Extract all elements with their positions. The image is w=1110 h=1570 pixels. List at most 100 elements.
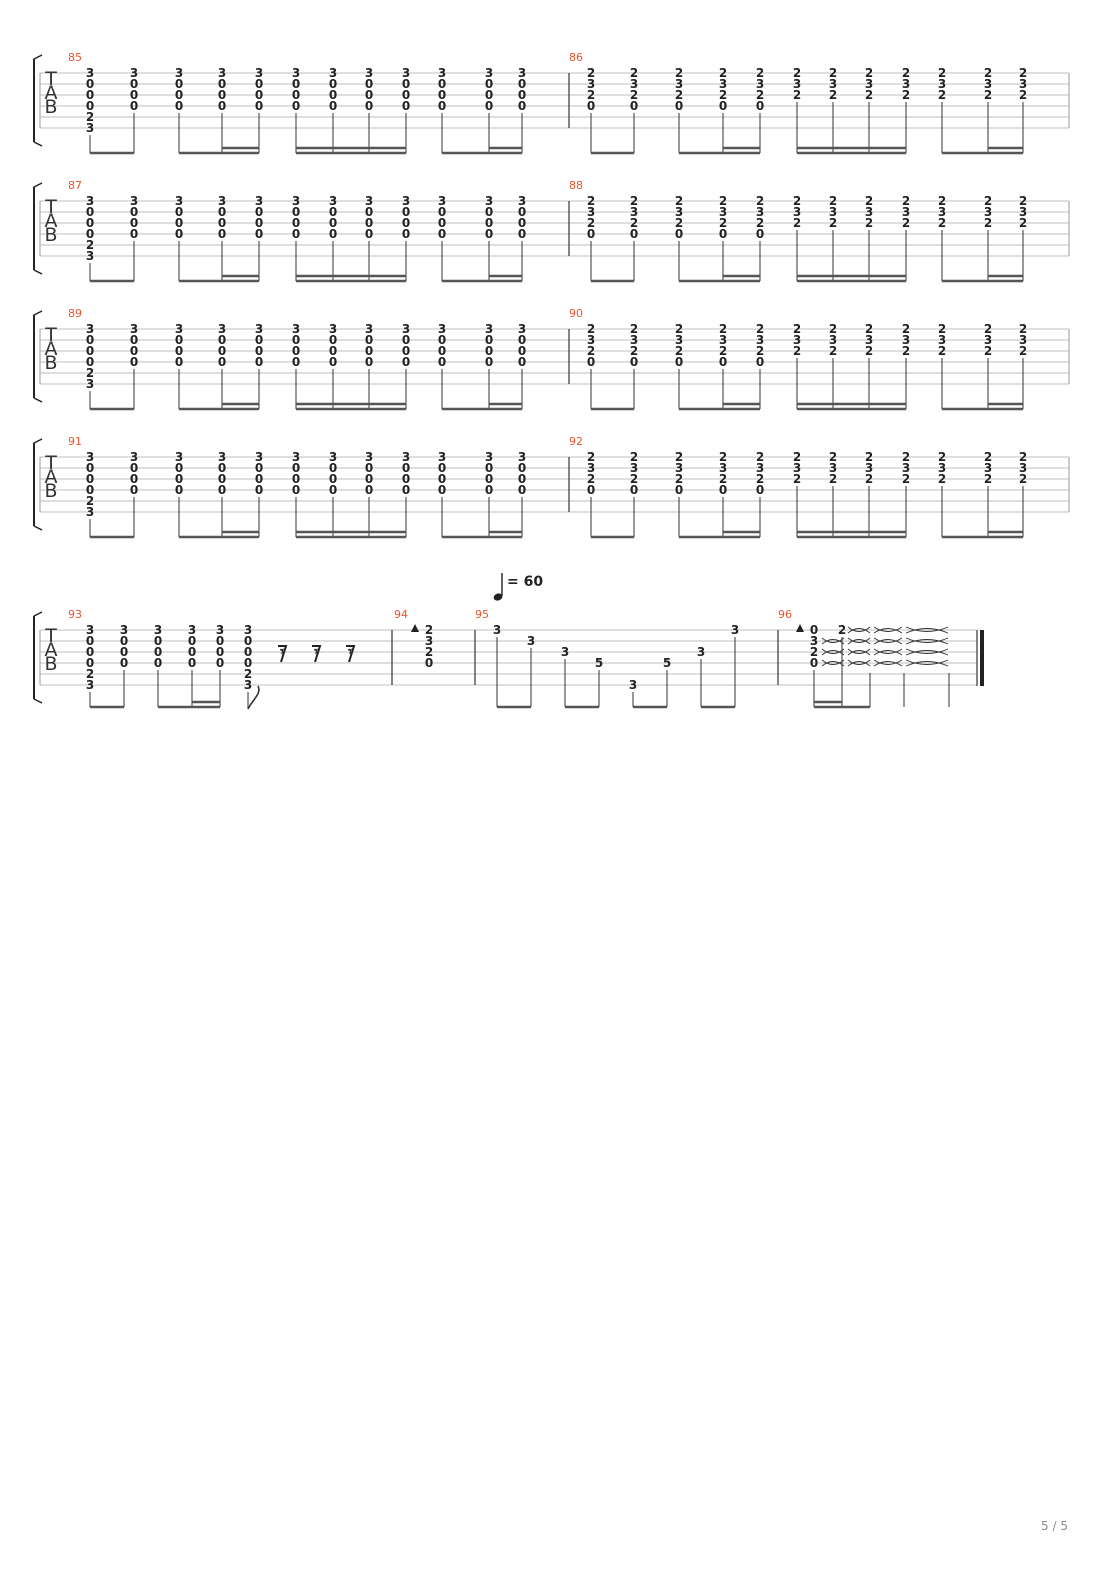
fret-number: 0 — [292, 483, 300, 497]
fret-number: 0 — [218, 99, 226, 113]
tab-clef-letter: T — [44, 196, 57, 218]
fret-number: 0 — [292, 344, 300, 358]
fret-number: 0 — [216, 656, 224, 670]
fret-number: 0 — [216, 645, 224, 659]
fret-number: 0 — [255, 88, 263, 102]
fret-number: 2 — [938, 472, 946, 486]
tab-clef-letter: B — [44, 352, 57, 374]
fret-number: 0 — [86, 461, 94, 475]
fret-number: 3 — [518, 66, 526, 80]
fret-number: 3 — [865, 205, 873, 219]
fret-number: 0 — [130, 355, 138, 369]
fret-number: 0 — [810, 623, 818, 637]
fret-number: 3 — [829, 77, 837, 91]
fret-number: 0 — [365, 461, 373, 475]
accent-marker — [411, 624, 419, 632]
fret-number: 0 — [518, 77, 526, 91]
fret-number: 3 — [485, 194, 493, 208]
fret-number: 2 — [902, 216, 910, 230]
fret-number: 2 — [902, 88, 910, 102]
fret-number: 0 — [365, 483, 373, 497]
fret-number: 2 — [675, 450, 683, 464]
fret-number: 2 — [793, 450, 801, 464]
fret-number: 0 — [244, 656, 252, 670]
tie-arc — [905, 637, 949, 643]
fret-number: 3 — [86, 322, 94, 336]
fret-number: 2 — [756, 194, 764, 208]
fret-number: 0 — [756, 355, 764, 369]
fret-number: 3 — [731, 623, 739, 637]
fret-number: 3 — [518, 194, 526, 208]
fret-number: 3 — [719, 461, 727, 475]
fret-number: 2 — [587, 472, 595, 486]
fret-number: 0 — [175, 461, 183, 475]
fret-number: 3 — [697, 645, 705, 659]
fret-number: 3 — [292, 194, 300, 208]
eighth-rest-shape — [312, 645, 322, 663]
fret-number: 3 — [587, 461, 595, 475]
fret-number: 0 — [292, 99, 300, 113]
fret-number: 0 — [216, 634, 224, 648]
fret-number: 0 — [719, 227, 727, 241]
fret-number: 2 — [1019, 194, 1027, 208]
system-bracket-top — [33, 438, 43, 444]
fret-number: 0 — [86, 205, 94, 219]
fret-number: 2 — [984, 344, 992, 358]
fret-number: 2 — [86, 366, 94, 380]
fret-number: 2 — [938, 344, 946, 358]
fret-number: 3 — [86, 249, 94, 263]
fret-number: 3 — [630, 333, 638, 347]
fret-number: 0 — [756, 483, 764, 497]
fret-number: 0 — [188, 645, 196, 659]
fret-number: 0 — [292, 472, 300, 486]
fret-number: 0 — [130, 99, 138, 113]
system-bracket-bottom — [33, 397, 43, 403]
fret-number: 0 — [630, 355, 638, 369]
fret-number: 2 — [902, 344, 910, 358]
fret-number: 3 — [829, 333, 837, 347]
system-bracket-top — [33, 182, 43, 188]
fret-number: 0 — [719, 355, 727, 369]
fret-number: 0 — [329, 472, 337, 486]
fret-number: 0 — [329, 77, 337, 91]
fret-number: 0 — [130, 483, 138, 497]
fret-number: 3 — [216, 623, 224, 637]
tie-arc — [905, 650, 949, 656]
fret-number: 2 — [829, 344, 837, 358]
fret-number: 3 — [218, 450, 226, 464]
tie-arc — [905, 626, 949, 632]
fret-number: 2 — [865, 66, 873, 80]
fret-number: 2 — [719, 88, 727, 102]
fret-number: 2 — [86, 238, 94, 252]
fret-number: 0 — [756, 99, 764, 113]
fret-number: 0 — [810, 656, 818, 670]
fret-number: 0 — [402, 205, 410, 219]
fret-number: 3 — [829, 461, 837, 475]
fret-number: 2 — [984, 472, 992, 486]
fret-number: 0 — [86, 483, 94, 497]
fret-number: 0 — [365, 333, 373, 347]
fret-number: 2 — [587, 216, 595, 230]
fret-number: 0 — [675, 227, 683, 241]
fret-number: 2 — [865, 472, 873, 486]
fret-number: 2 — [1019, 344, 1027, 358]
fret-number: 3 — [865, 333, 873, 347]
fret-number: 0 — [175, 88, 183, 102]
fret-number: 0 — [438, 461, 446, 475]
fret-number: 2 — [829, 450, 837, 464]
fret-number: 0 — [485, 227, 493, 241]
tie-arc — [873, 648, 903, 654]
fret-number: 2 — [865, 194, 873, 208]
fret-number: 3 — [1019, 461, 1027, 475]
fret-number: 0 — [130, 205, 138, 219]
fret-number: 2 — [675, 344, 683, 358]
tie-arc — [873, 639, 903, 645]
fret-number: 0 — [329, 483, 337, 497]
fret-number: 0 — [86, 88, 94, 102]
tie-arc — [847, 650, 871, 656]
system-bracket-bottom — [33, 269, 43, 275]
fret-number: 2 — [793, 472, 801, 486]
fret-number: 2 — [984, 450, 992, 464]
fret-number: 0 — [518, 88, 526, 102]
fret-number: 0 — [587, 99, 595, 113]
